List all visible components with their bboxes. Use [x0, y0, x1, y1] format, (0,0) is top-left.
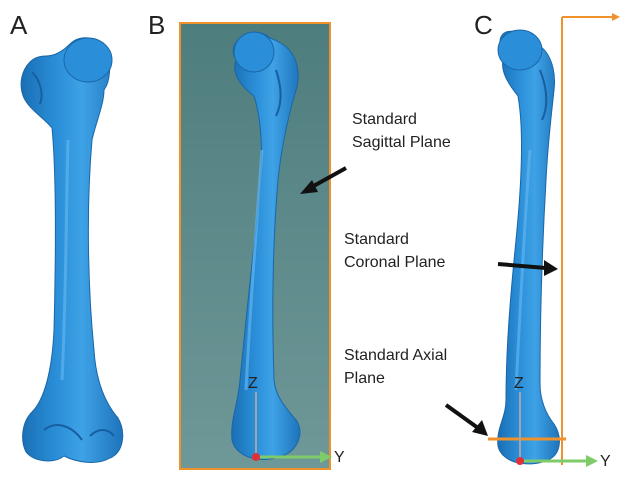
- axis-y-label-b: Y: [334, 450, 345, 466]
- femur-c: [498, 30, 560, 464]
- label-coronal-line-2: Coronal Plane: [344, 251, 445, 274]
- femur-c-head: [498, 30, 542, 70]
- label-coronal-line-1: Standard: [344, 228, 445, 251]
- panel-letter-c: C: [474, 12, 493, 38]
- femur-b-head: [234, 32, 274, 72]
- origin-b: [252, 453, 260, 461]
- femur-c-body: [498, 31, 560, 464]
- femur-a: [21, 38, 123, 463]
- panel-letter-b: B: [148, 12, 165, 38]
- label-sagittal-plane: Standard Sagittal Plane: [352, 108, 451, 154]
- label-sagittal-line-2: Sagittal Plane: [352, 131, 451, 154]
- coronal-plane-top-arrowhead: [612, 13, 620, 21]
- axis-z-label-b: Z: [248, 376, 258, 392]
- label-sagittal-line-1: Standard: [352, 108, 451, 131]
- axis-z-label-c: Z: [514, 376, 524, 392]
- coronal-plane-panel-c: [562, 13, 620, 465]
- label-coronal-plane: Standard Coronal Plane: [344, 228, 445, 274]
- femur-a-body: [21, 38, 123, 463]
- axis-y-label-c: Y: [600, 454, 611, 470]
- label-axial-line-1: Standard Axial: [344, 344, 447, 367]
- arrow-axial: [446, 405, 488, 436]
- femur-a-head: [64, 38, 112, 82]
- y-axis-c-arrowhead: [586, 455, 598, 467]
- label-axial-plane: Standard Axial Plane: [344, 344, 447, 390]
- label-axial-line-2: Plane: [344, 367, 447, 390]
- panel-letter-a: A: [10, 12, 27, 38]
- origin-c: [516, 457, 524, 465]
